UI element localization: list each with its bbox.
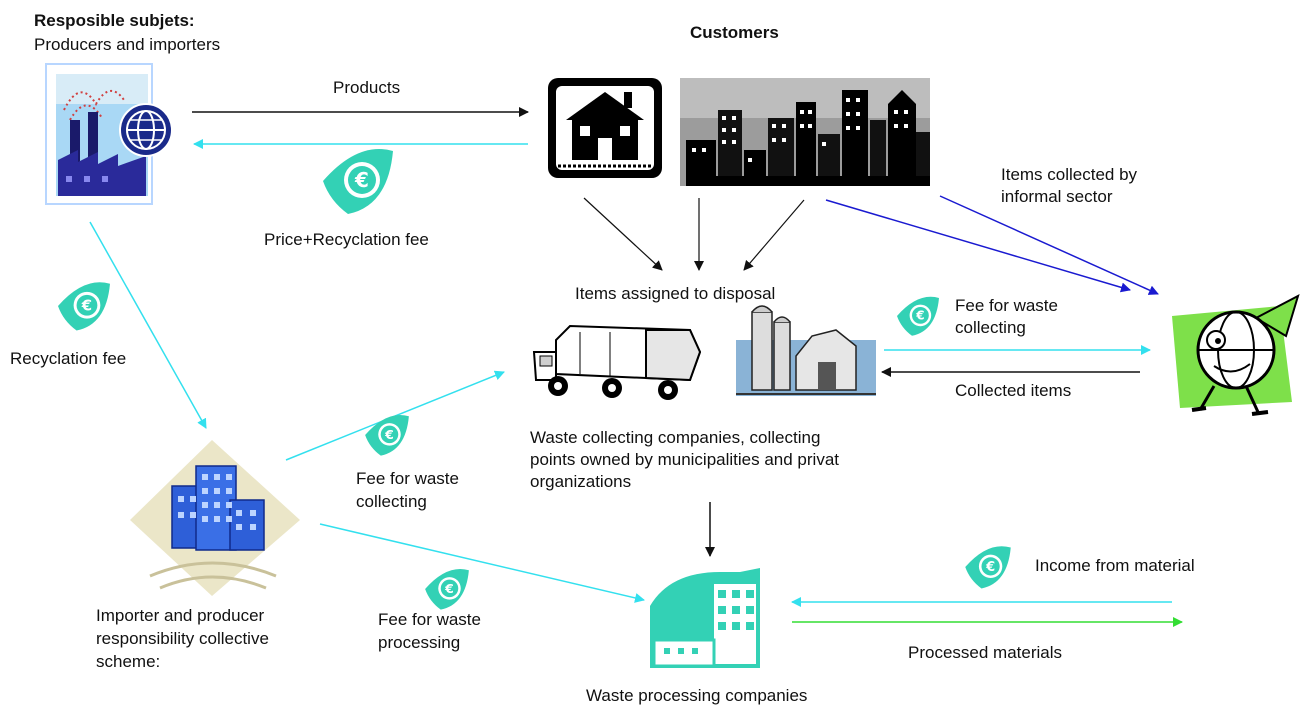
factory-globe-icon	[45, 63, 173, 205]
title-subheading: Producers and importers	[34, 35, 221, 54]
customers-label: Customers	[690, 23, 779, 42]
fee-collect-left-label-1: Fee for waste	[356, 469, 459, 488]
processing-plant-icon	[650, 568, 760, 668]
products-label: Products	[333, 78, 401, 97]
fee-collect-right-label-2: collecting	[955, 318, 1026, 337]
silo-barn-icon	[736, 305, 876, 396]
items-disposal-label: Items assigned to disposal	[575, 284, 776, 303]
fee-collect-left-label-2: collecting	[356, 492, 427, 511]
title-heading: Resposible subjets:	[34, 11, 195, 30]
processing-companies-label: Waste processing companies	[586, 686, 808, 705]
recyclation-fee-label: Recyclation fee	[10, 349, 127, 368]
euro-icon-price	[323, 149, 393, 214]
fee-processing-label-1: Fee for waste	[378, 610, 481, 629]
garbage-truck-icon	[532, 324, 702, 400]
city-skyline-icon	[680, 78, 930, 186]
arrow-recyclation-fee	[89, 221, 207, 429]
waste-collecting-label-2: points owned by municipalities and priva…	[530, 450, 840, 469]
income-material-label: Income from material	[1035, 556, 1195, 575]
fee-collect-right-label-1: Fee for waste	[955, 296, 1058, 315]
arrows	[89, 107, 1183, 627]
fee-processing-label-2: processing	[378, 633, 461, 652]
globe-character-icon	[1172, 294, 1300, 416]
scheme-label-2: responsibility collective	[96, 629, 269, 648]
informal-sector-label-2: informal sector	[1001, 187, 1113, 206]
euro-icon-recyclation	[58, 282, 110, 331]
waste-collecting-label-3: organizations	[530, 472, 632, 491]
office-buildings-icon	[130, 440, 300, 596]
arrow-city-informal	[825, 199, 1131, 293]
arrow-informal-collect	[939, 195, 1159, 295]
waste-collecting-label-1: Waste collecting companies, collecting	[530, 428, 821, 447]
euro-icon-income	[965, 546, 1011, 589]
euro-icon-fee-collect-right	[897, 296, 939, 336]
collected-items-label: Collected items	[955, 381, 1072, 400]
arrow-scheme-processing	[319, 523, 645, 603]
arrow-house-disposal	[583, 197, 663, 271]
house-icon	[548, 78, 662, 178]
informal-sector-label-1: Items collected by	[1001, 165, 1138, 184]
price-fee-label: Price+Recyclation fee	[264, 230, 429, 249]
euro-icon-fee-processing	[425, 569, 469, 610]
arrow-city-disposal	[743, 199, 805, 271]
euro-icon-fee-collect-left	[365, 415, 409, 456]
scheme-label-3: scheme:	[96, 652, 161, 671]
processed-materials-label: Processed materials	[908, 643, 1063, 662]
scheme-label-1: Importer and producer	[96, 606, 265, 625]
